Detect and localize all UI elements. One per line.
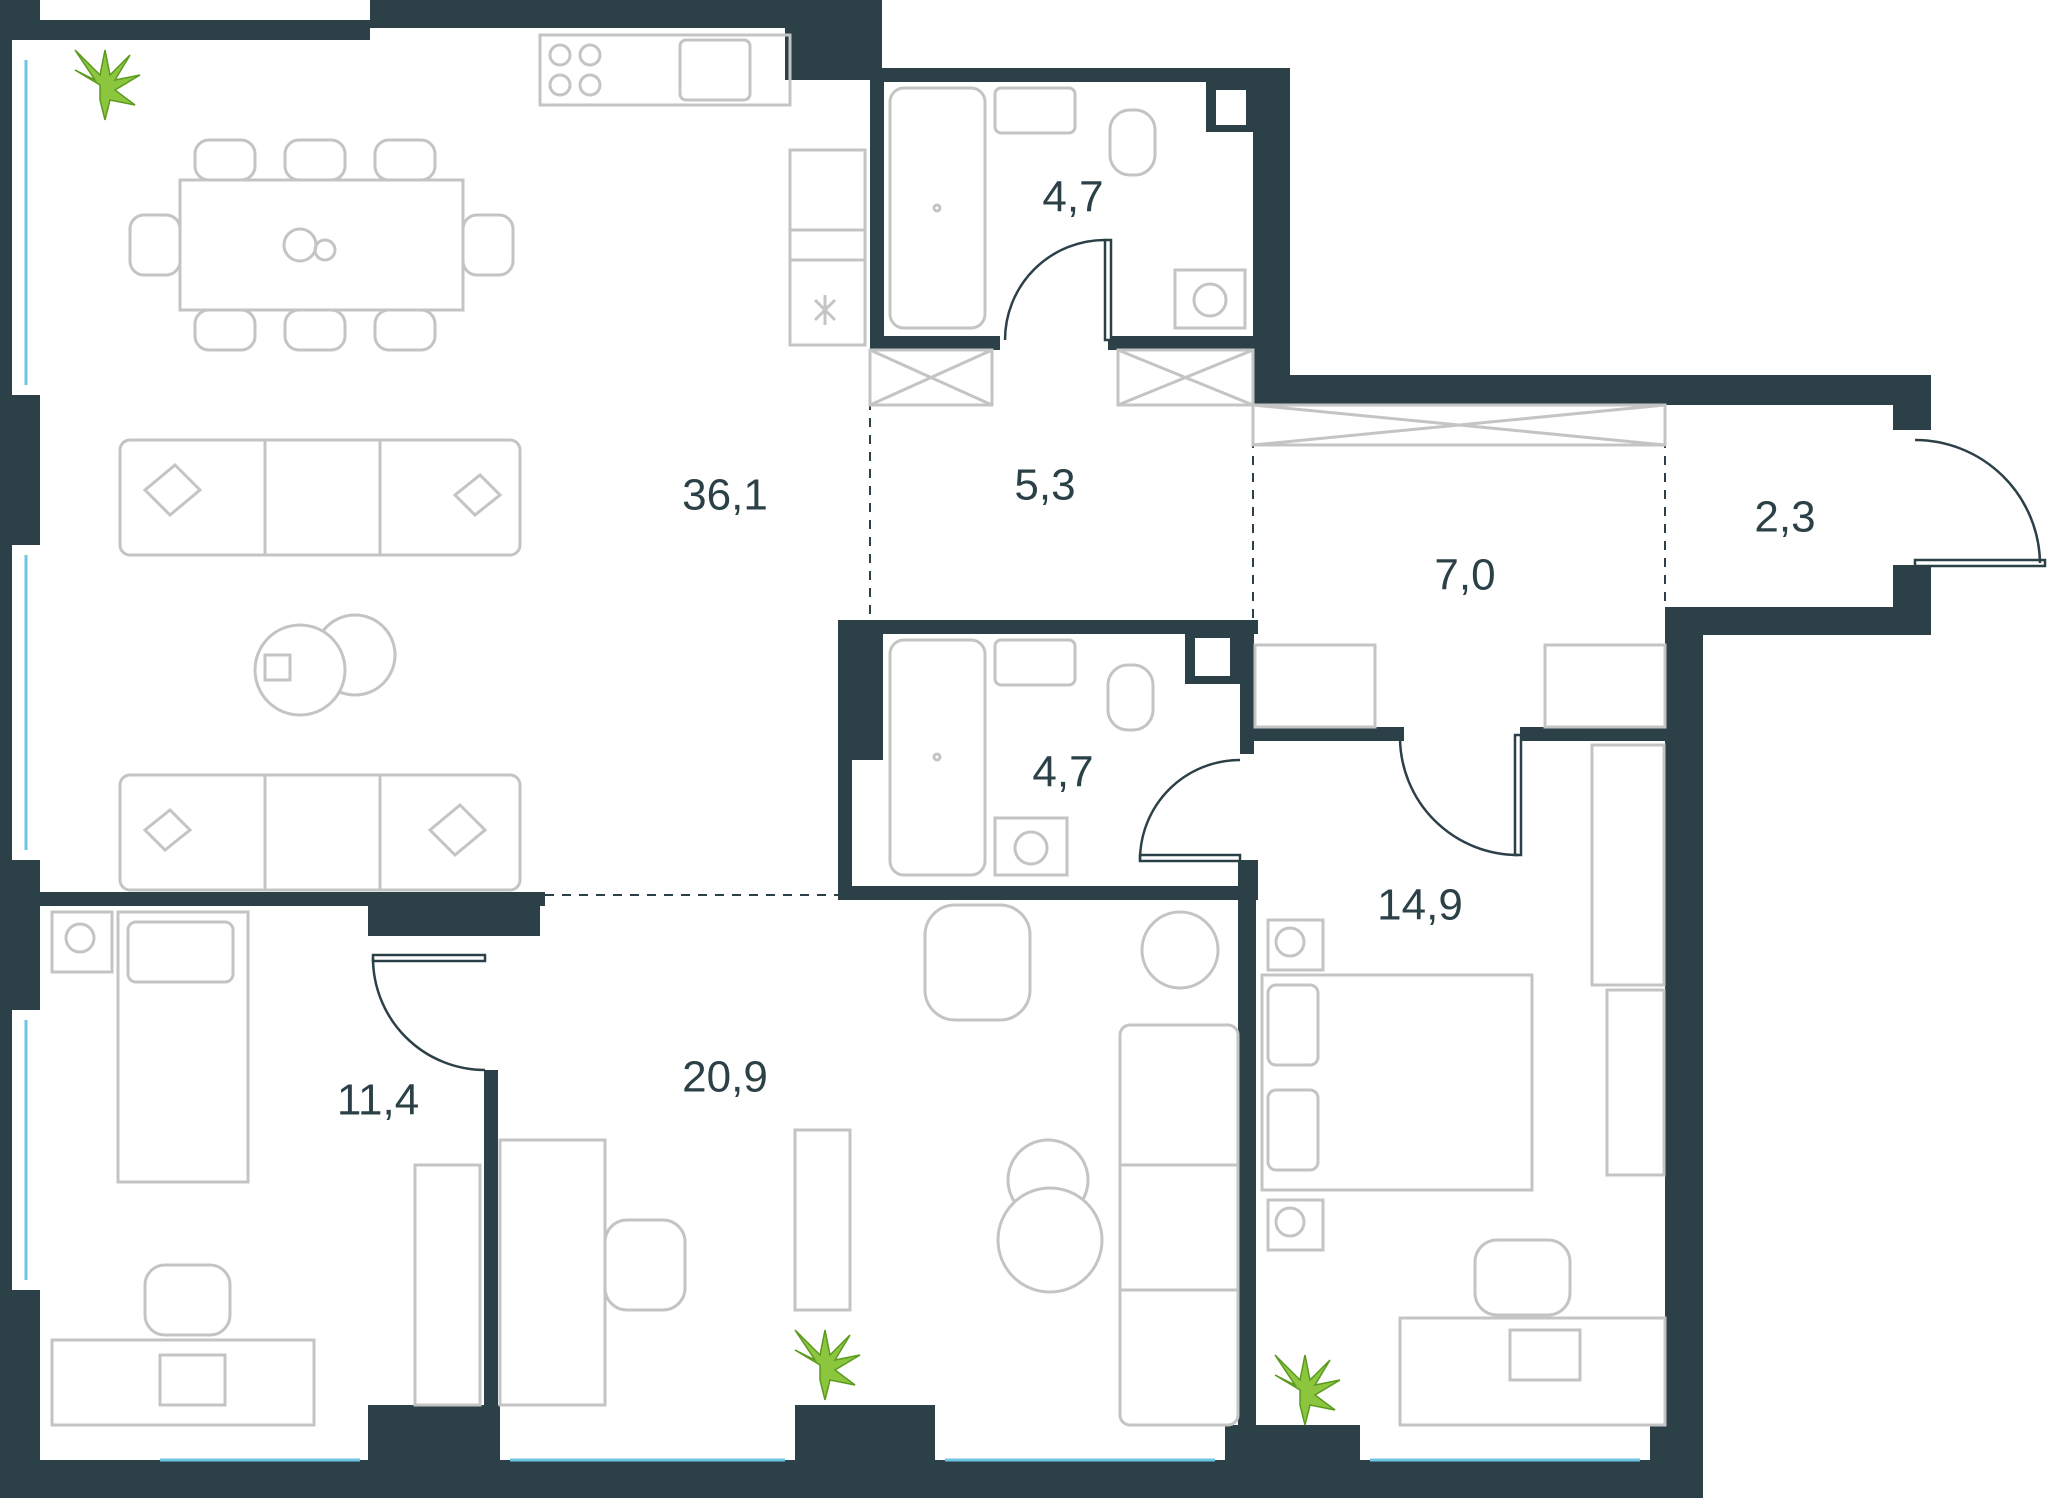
plant-icon — [1274, 1354, 1341, 1426]
area-bathroom-1: 4,7 — [1042, 173, 1103, 222]
area-living-room: 20,9 — [682, 1053, 768, 1102]
bathroom-1-fixtures — [888, 86, 1247, 330]
sofa-upper — [118, 438, 522, 557]
area-corridor: 7,0 — [1434, 551, 1495, 600]
area-bathroom-2: 4,7 — [1032, 748, 1093, 797]
master-bedroom-furniture — [1260, 743, 1667, 1427]
doors — [371, 238, 2047, 1072]
hallway-wardrobes — [868, 348, 1667, 447]
corridor-wardrobes — [1253, 643, 1667, 729]
area-hallway: 5,3 — [1014, 461, 1075, 510]
area-bedroom-master: 14,9 — [1377, 881, 1463, 930]
area-labels: 36,1 4,7 5,3 2,3 7,0 4,7 14,9 11,4 20,9 — [337, 173, 1816, 1125]
plant-icon — [74, 49, 141, 121]
small-bedroom-furniture — [50, 910, 482, 1427]
bathroom-2-fixtures — [888, 638, 1155, 877]
coffee-table — [253, 613, 397, 717]
kitchen-units — [538, 33, 867, 347]
windows — [24, 60, 1650, 1462]
area-living-kitchen: 36,1 — [682, 471, 768, 520]
sofa-lower — [118, 773, 522, 892]
plant-icon — [794, 1329, 861, 1401]
walls — [0, 0, 1931, 1498]
dining-table — [128, 138, 515, 352]
area-bedroom-small: 11,4 — [337, 1076, 419, 1125]
area-vestibule: 2,3 — [1754, 493, 1815, 542]
living-room-furniture — [498, 903, 1240, 1427]
